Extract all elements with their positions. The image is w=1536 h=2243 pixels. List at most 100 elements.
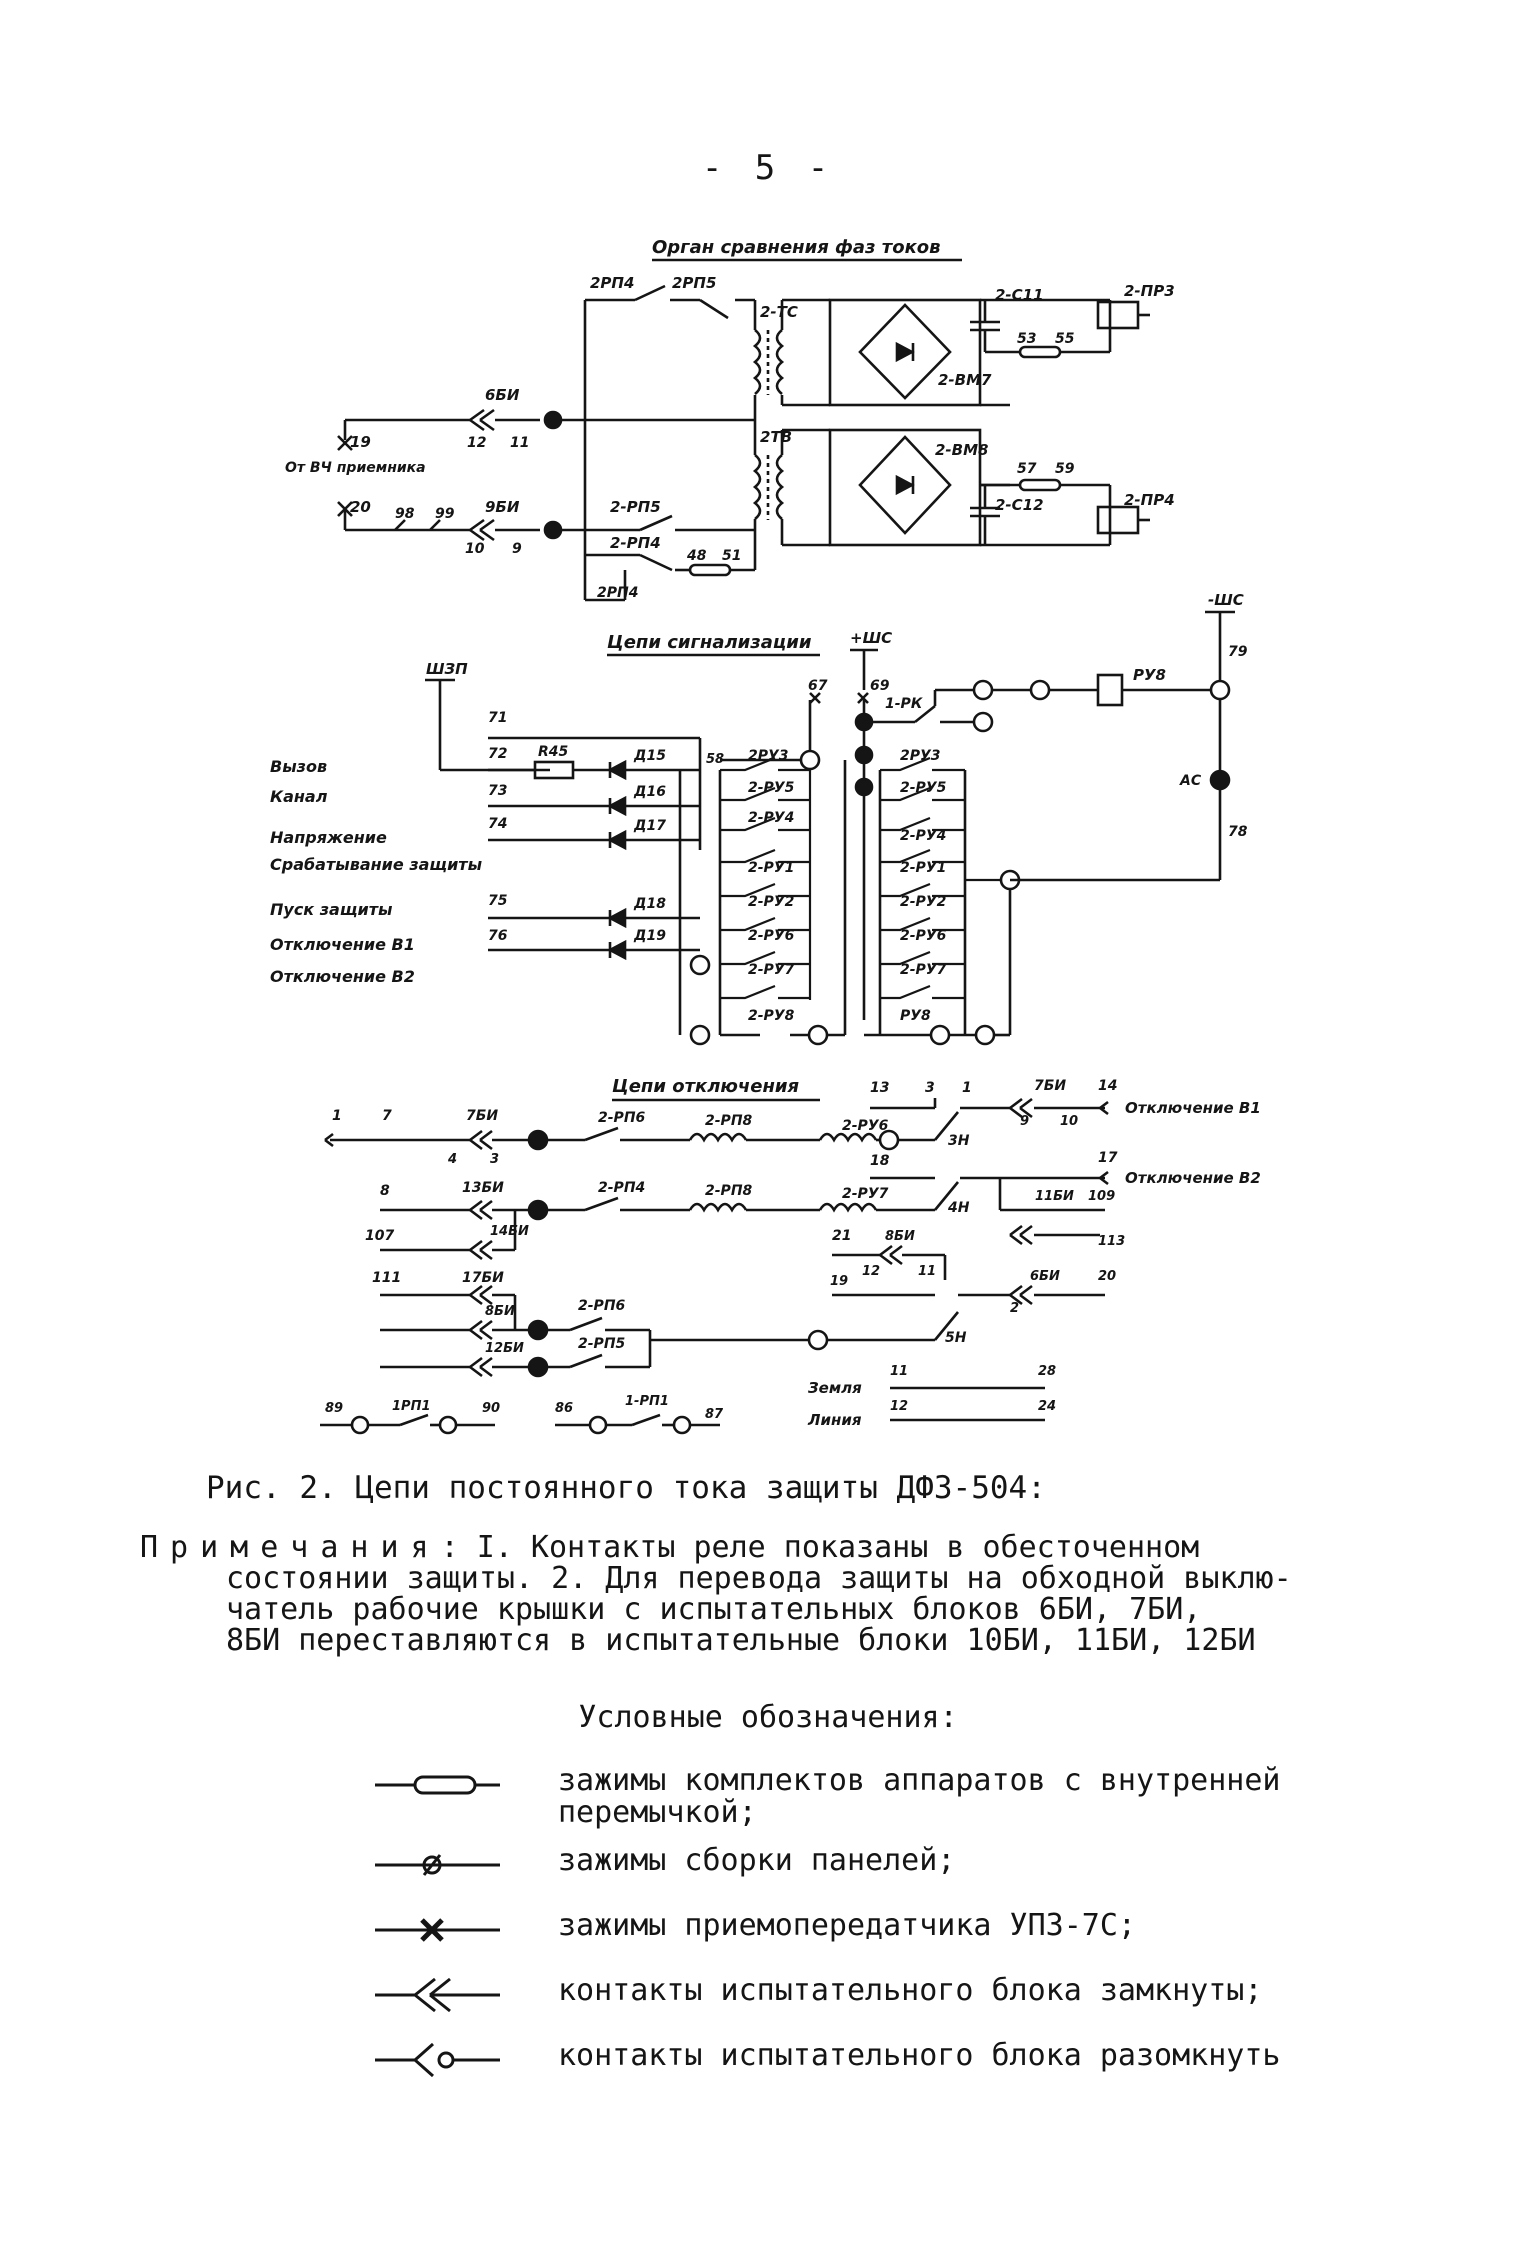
label-rp5-trip: 2-РП5 [578,1336,626,1352]
signal-labels: Вызов Канал Напряжение Срабатывание защи… [270,757,483,986]
signaling-section: Цепи сигнализации ШЗП +ШС -ШС 67 69 1-РК [270,591,1248,1046]
label-trip-b2: Отключение В2 [1125,1169,1261,1187]
tripping-section: Цепи отключения 1 7 7БИ 4 3 2-РП6 2-РП8 … [320,1076,1261,1435]
label-t69: 69 [870,678,890,694]
legend-text: зажимы сборки панелей; [558,1843,956,1878]
label-rp6b: 2-РП6 [578,1298,626,1314]
legend-item: зажимы сборки панелей; [370,1845,1370,1905]
right-relay-labels: 2РУ3 2-РУ5 2-РУ4 2-РУ1 2-РУ2 2-РУ6 2-РУ7… [900,748,947,1024]
label-rk1: 1-РК [885,696,923,712]
relay-label: 2-РУ4 [748,810,794,826]
notes-line-3: чатель рабочие крышки с испытательных бл… [226,1592,1202,1627]
label-t58: 58 [706,752,724,767]
label-pr4: 2-ПР4 [1124,491,1175,509]
notes-line-1: : I. Контакты реле показаны в обесточенн… [440,1530,1200,1565]
label-t24: 24 [1038,1399,1056,1414]
right-relay-contacts [880,756,1001,1000]
label-line: Линия [807,1411,862,1429]
transceiver-terminal-icon [375,1918,500,1942]
label-ru7: 2-РУ7 [842,1186,889,1202]
label-t89: 89 [325,1401,343,1416]
label-t14: 14 [1098,1078,1117,1094]
legend-item: контакты испытательного блока разомкнуть [370,2040,1370,2100]
label-t19: 19 [830,1274,848,1289]
label-bi6-trip: 6БИ [1030,1269,1060,1284]
notes-line-4: 8БИ переставляются в испытательные блоки… [226,1623,1256,1658]
phase-comparison-title: Орган сравнения фаз токов [652,237,941,258]
figure-caption: Рис. 2. Цепи постоянного тока защиты ДФЗ… [206,1470,1046,1506]
relay-label: 2-РУ1 [748,860,794,876]
label-t2: 2 [1010,1301,1019,1316]
label-t51: 51 [722,548,741,564]
label-t11-mid: 11 [918,1264,936,1279]
label-t18: 18 [870,1153,890,1169]
label-x20: 20 [350,498,371,516]
label-d15: Д15 [633,748,666,764]
label-bi13: 13БИ [462,1180,504,1196]
label-c12: 2-С12 [995,496,1044,514]
label-rp4b: 2РП4 [597,585,638,601]
label-tc: 2-ТС [760,303,798,321]
label-t53: 53 [1017,331,1036,347]
label-t67: 67 [808,678,828,694]
label-t28: 28 [1038,1364,1056,1379]
label-bi17: 17БИ [462,1270,504,1286]
label-bi7b: 7БИ [1034,1078,1066,1094]
relay-label: 2-РУ7 [900,962,947,978]
label-rp4-trip: 2-РП4 [598,1180,645,1196]
relay-label: 2-РУ5 [900,780,947,796]
label-t107: 107 [365,1228,394,1244]
circuit-diagram: Орган сравнения фаз токов 2РП4 2РП5 2-ТС… [270,237,1261,1435]
signal-label: Отключение В2 [270,967,415,986]
label-x19: 19 [350,433,371,451]
legend-text: контакты испытательного блока разомкнуть [558,2038,1281,2073]
label-plus-shs: +ШС [850,629,892,647]
test-block-open-icon [375,2042,500,2078]
label-t111: 111 [372,1270,401,1286]
relay-label: 2-РУ6 [900,928,947,944]
signal-label: Пуск защиты [270,900,393,919]
page-number: - 5 - [701,148,835,188]
label-t87: 87 [705,1407,724,1422]
label-bi6: 6БИ [485,386,520,404]
label-d19: Д19 [633,928,666,944]
label-ru6: 2-РУ6 [842,1118,889,1134]
label-t98: 98 [395,506,415,522]
relay-label: 2-РУ5 [748,780,795,796]
label-d18: Д18 [633,896,666,912]
legend-title: Условные обозначения: [578,1700,958,1735]
relay-label: 2-РУ7 [748,962,795,978]
relay-label: 2-РУ2 [748,894,794,910]
legend-text: контакты испытательного блока замкнуты; [558,1973,1263,2008]
left-relay-contacts [720,756,812,1000]
panel-terminal-icon [375,1854,500,1876]
label-t12: 12 [467,435,486,451]
label-t20: 20 [1098,1269,1116,1284]
notes-lead: Примечания [140,1530,441,1565]
label-t76: 76 [488,928,508,944]
label-t48: 48 [686,548,707,564]
label-earth: Земля [808,1379,862,1397]
label-t74: 74 [488,816,507,832]
label-vm7: 2-ВМ7 [938,371,992,389]
label-t73: 73 [488,783,507,799]
signal-label: Канал [270,787,328,806]
label-t55: 55 [1055,331,1075,347]
label-shzp: ШЗП [426,660,468,678]
label-minus-shs: -ШС [1208,591,1244,609]
label-t4: 4 [447,1152,457,1167]
label-t86: 86 [555,1401,573,1416]
left-relay-labels: 2РУ3 2-РУ5 2-РУ4 2-РУ1 2-РУ2 2-РУ6 2-РУ7… [748,748,795,1024]
label-bi14: 14БИ [490,1224,529,1239]
label-t13: 13 [870,1080,889,1096]
signal-label: Отключение В1 [270,935,415,954]
test-block-closed-icon [375,1977,500,2013]
label-t7: 7 [382,1108,392,1124]
legend-item: зажимы приемопередатчика УПЗ-7С; [370,1910,1370,1970]
label-bi11: 11БИ [1035,1189,1074,1204]
legend-text: зажимы приемопередатчика УПЗ-7С; [558,1908,1136,1943]
legend-item: контакты испытательного блока замкнуты; [370,1975,1370,2035]
signal-label: Вызов [270,757,327,776]
relay-label: 2-РУ2 [900,894,946,910]
label-t17: 17 [1098,1150,1118,1166]
